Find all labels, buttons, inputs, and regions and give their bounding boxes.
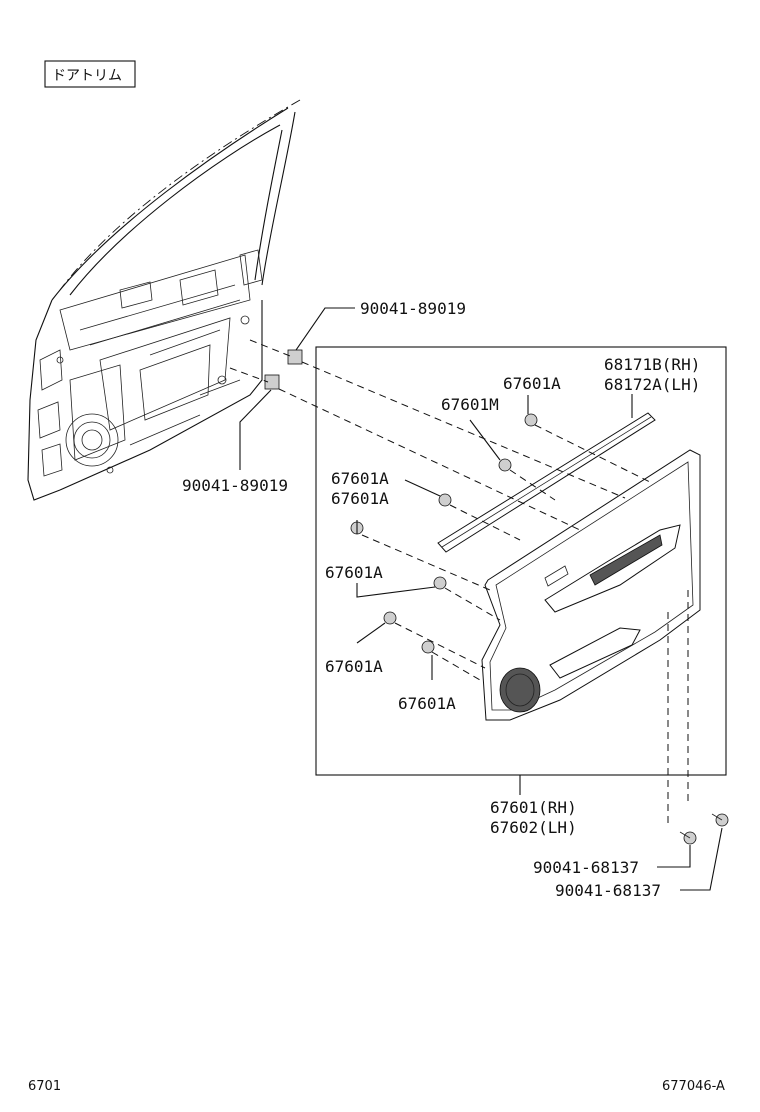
label-clip-a5: 67601A: [325, 657, 383, 676]
label-screw-1: 90041-68137: [533, 858, 639, 877]
weatherstrip-drawing: [437, 412, 656, 553]
label-clip-a1: 67601A: [503, 374, 561, 393]
label-clip-a6: 67601A: [398, 694, 456, 713]
clip-67601a-6: [421, 640, 435, 654]
assembly-box: [315, 346, 727, 776]
door-trim-board-drawing: [481, 449, 701, 721]
footer-right-code: 677046-A: [662, 1079, 725, 1094]
label-clip-bottom: 90041-89019: [182, 476, 288, 495]
door-inner-panel-drawing: [27, 99, 301, 501]
clip-90041-89019-top: [287, 349, 303, 365]
label-clip-top: 90041-89019: [360, 299, 466, 318]
label-weatherstrip-lh: 68172A(LH): [604, 375, 700, 394]
clip-90041-89019-bottom: [264, 374, 280, 390]
section-label: ドアトリム: [52, 68, 122, 84]
clip-67601a-4: [433, 576, 447, 590]
footer-left-code: 6701: [28, 1079, 61, 1094]
section-label-box: ドアトリム: [44, 60, 136, 88]
label-screw-2: 90041-68137: [555, 881, 661, 900]
clip-67601a-5: [383, 611, 397, 625]
screw-90041-68137-2: [711, 813, 729, 827]
alignment-lines: [278, 361, 689, 825]
label-board-lh: 67602(LH): [490, 818, 577, 837]
clip-67601a-1: [524, 413, 538, 427]
clip-67601a-2: [438, 493, 452, 507]
label-clip-m: 67601M: [441, 395, 499, 414]
label-board-rh: 67601(RH): [490, 798, 577, 817]
label-weatherstrip-rh: 68171B(RH): [604, 355, 700, 374]
label-clip-a3: 67601A: [331, 489, 389, 508]
clip-67601m: [498, 458, 512, 472]
label-clip-a2: 67601A: [331, 469, 389, 488]
label-clip-a4: 67601A: [325, 563, 383, 582]
screw-90041-68137-1: [679, 831, 697, 845]
